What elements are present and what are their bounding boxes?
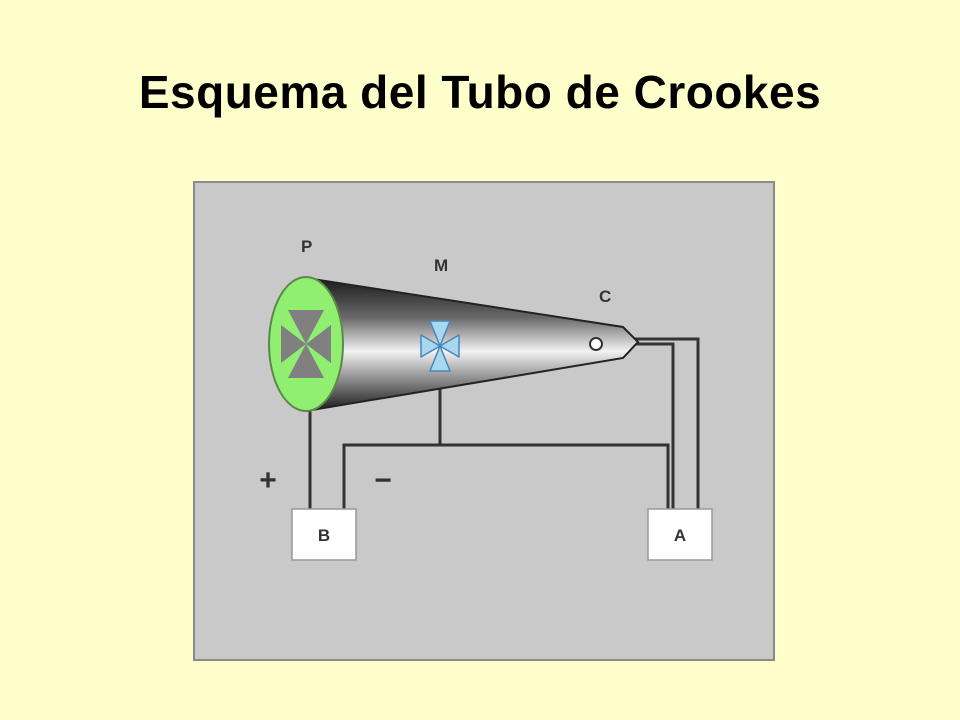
slide-title: Esquema del Tubo de Crookes [138,66,822,118]
label-ammeter-a: A [674,526,686,545]
maltese-cross-icon [420,320,460,372]
crookes-tube-diagram: P M C B A + − [193,181,775,661]
label-cross-m: M [434,256,448,275]
label-screen-p: P [301,237,312,256]
ammeter-box [647,508,713,561]
label-battery-b: B [318,526,330,545]
label-plus: + [259,464,277,497]
label-cathode-c: C [599,287,611,306]
cross-shadow-icon [281,310,331,378]
battery-box [291,508,357,561]
diagram-panel [193,181,775,661]
cathode-electrode [589,337,603,351]
label-minus: − [374,464,392,497]
